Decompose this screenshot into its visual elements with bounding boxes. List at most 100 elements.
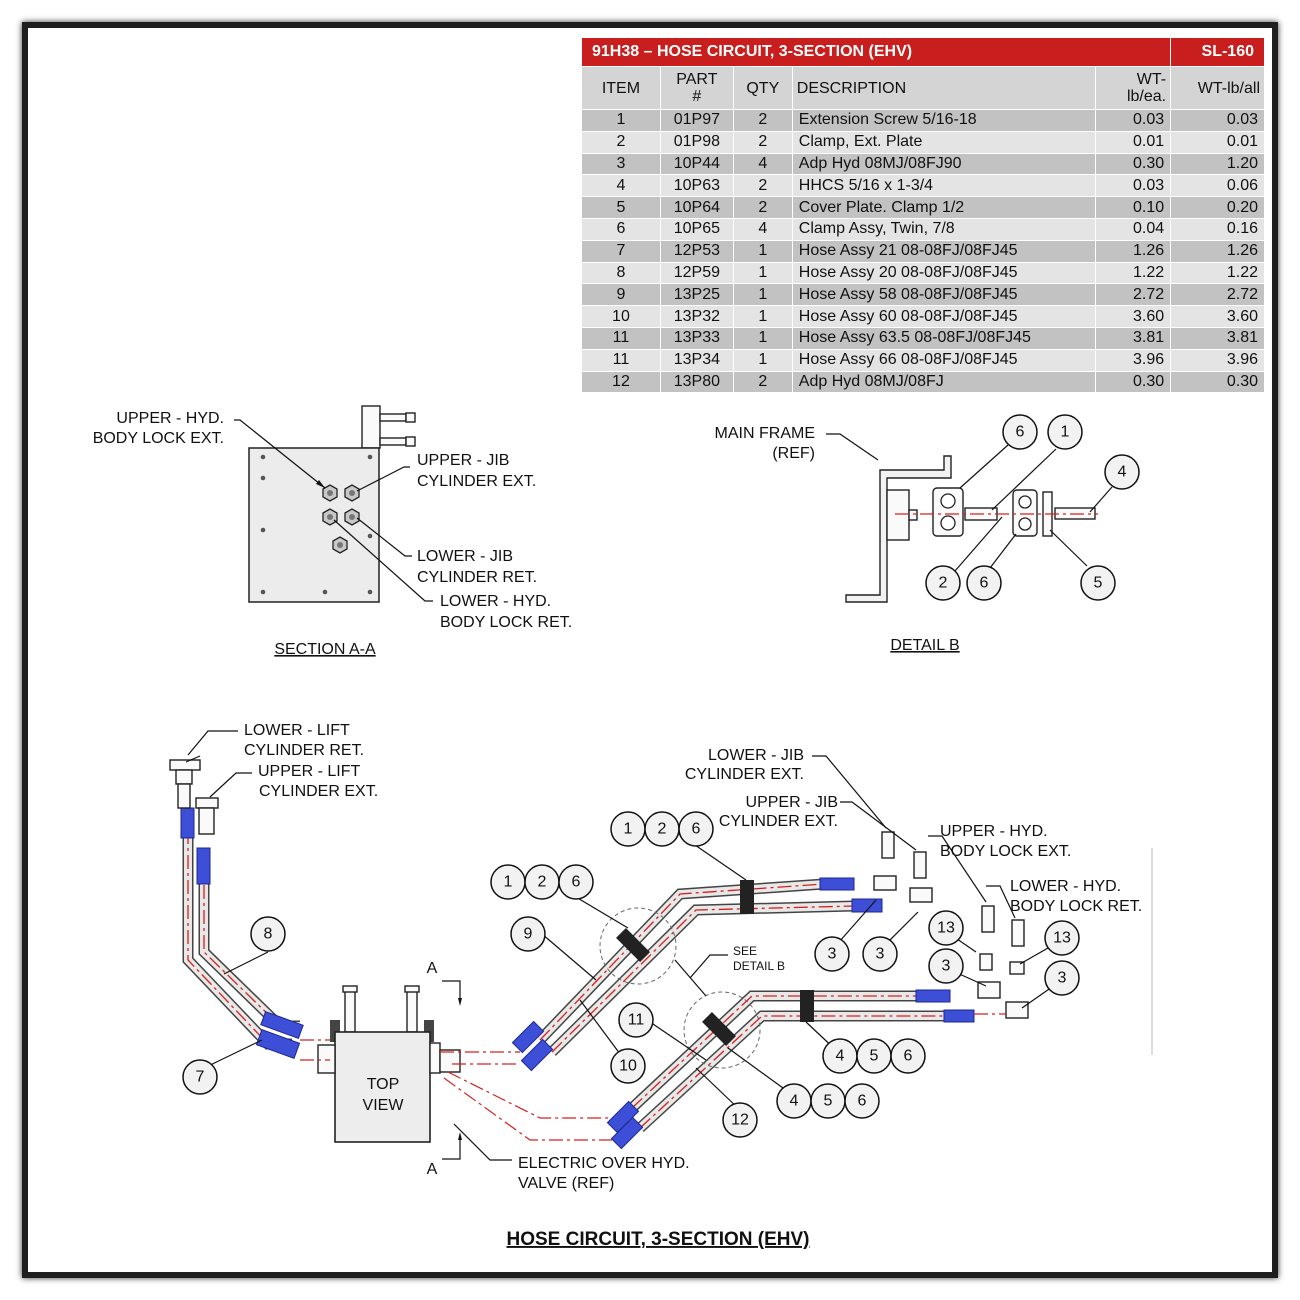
cell-qty: 2 — [732, 109, 793, 132]
detail-b-balloons: 6 1 4 2 6 5 — [925, 414, 1140, 601]
detail-b-title: DETAIL B — [890, 637, 959, 654]
label-lower-hyd-body-lock-ret-2: BODY LOCK RET. — [1010, 898, 1142, 915]
svg-text:8: 8 — [264, 926, 273, 943]
col-weight-all: WT-lb/all — [1170, 66, 1265, 110]
see-detail-label: SEE — [733, 944, 757, 958]
mount-nut — [405, 412, 416, 423]
svg-text:10: 10 — [619, 1058, 637, 1075]
cell-qty: 2 — [732, 130, 793, 154]
balloon-4: 4 — [822, 1038, 858, 1074]
col-weight-line2: lb/ea. — [1126, 88, 1167, 105]
hose-12 — [636, 1010, 948, 1133]
label-upper-lift-cyl-ext: UPPER - LIFT — [258, 763, 360, 780]
svg-text:7: 7 — [196, 1069, 205, 1086]
cell-weight-each: 3.60 — [1095, 305, 1172, 328]
cell-description: Hose Assy 58 08-08FJ/08FJ45 — [791, 283, 1097, 307]
svg-text:2: 2 — [658, 821, 667, 838]
svg-text:13: 13 — [1053, 930, 1071, 947]
cell-description: Clamp Assy, Twin, 7/8 — [791, 217, 1097, 241]
balloon-4: 4 — [1104, 454, 1140, 490]
balloon-6: 6 — [890, 1038, 926, 1074]
col-qty: QTY — [732, 66, 793, 110]
port-fittings — [322, 484, 360, 554]
balloon-6: 6 — [844, 1083, 880, 1119]
mount-stud — [379, 413, 407, 422]
cell-weight-each: 0.30 — [1095, 370, 1172, 394]
cell-description: Adp Hyd 08MJ/08FJ — [791, 370, 1097, 394]
mount-nut — [405, 436, 416, 447]
cell-description: Hose Assy 20 08-08FJ/08FJ45 — [791, 261, 1097, 285]
cell-item: 6 — [581, 217, 661, 241]
ext-plate — [886, 489, 910, 541]
sheet-number: SL-160 — [1170, 37, 1265, 67]
label-upper-jib-cyl-ext: UPPER - JIB — [417, 452, 509, 469]
label-upper-hyd-body-lock-ext-2: BODY LOCK EXT. — [940, 843, 1071, 860]
cell-part: 12P53 — [659, 239, 734, 263]
label-upper-hyd-body-lock-ext: UPPER - HYD. — [116, 410, 224, 427]
electric-valve-coil — [439, 1049, 461, 1073]
cell-item: 10 — [581, 305, 661, 328]
svg-text:3: 3 — [942, 958, 951, 975]
cell-weight-each: 0.03 — [1095, 174, 1172, 198]
balloon-1: 1 — [490, 864, 526, 900]
cell-weight-all: 0.03 — [1170, 109, 1265, 132]
col-weight-line1: WT- — [1136, 71, 1167, 88]
svg-text:5: 5 — [824, 1093, 833, 1110]
cell-item: 9 — [581, 283, 661, 307]
balloon-6: 6 — [558, 864, 594, 900]
cell-part: 13P32 — [659, 305, 734, 328]
cell-part: 13P80 — [659, 370, 734, 394]
label-electric-valve: ELECTRIC OVER HYD. — [518, 1155, 690, 1172]
svg-text:3: 3 — [828, 946, 837, 963]
svg-text:12: 12 — [731, 1112, 749, 1129]
cell-weight-each: 3.81 — [1095, 326, 1172, 350]
svg-text:4: 4 — [790, 1093, 799, 1110]
detail-b-callout-circle — [599, 907, 677, 985]
mount-stud — [379, 437, 407, 446]
balloon-3: 3 — [928, 948, 964, 984]
main-frame — [845, 455, 952, 603]
cell-part: 01P98 — [659, 130, 734, 154]
hose-fittings-left — [180, 807, 304, 1059]
cell-part: 01P97 — [659, 109, 734, 132]
section-marker-a-top: A — [427, 960, 438, 977]
valve-stud — [344, 989, 356, 1033]
svg-text:3: 3 — [1058, 970, 1067, 987]
svg-text:6: 6 — [858, 1093, 867, 1110]
cell-weight-all: 0.06 — [1170, 174, 1265, 198]
col-part: PART# — [659, 66, 734, 110]
label-upper-jib-cyl-ext-2: CYLINDER EXT. — [719, 813, 838, 830]
cell-qty: 4 — [732, 217, 793, 241]
bolt-holes — [260, 454, 373, 595]
cell-weight-all: 0.16 — [1170, 217, 1265, 241]
col-weight-each: WT-lb/ea. — [1095, 66, 1172, 110]
label-lower-hyd-body-lock-ret: LOWER - HYD. — [1010, 878, 1121, 895]
label-lower-hyd-body-lock-ret-2: BODY LOCK RET. — [440, 614, 572, 631]
cell-part: 13P34 — [659, 348, 734, 372]
label-main-frame: MAIN FRAME — [715, 425, 815, 442]
balloon-5: 5 — [856, 1038, 892, 1074]
svg-text:2: 2 — [538, 874, 547, 891]
svg-text:6: 6 — [1016, 424, 1025, 441]
top-view-label-2: VIEW — [363, 1097, 405, 1114]
cell-description: Hose Assy 60 08-08FJ/08FJ45 — [791, 305, 1097, 328]
main-view-balloons: 1 2 6 1 2 6 9 8 7 10 11 12 3 3 13 13 3 3… — [182, 811, 1080, 1138]
hose-11 — [628, 990, 918, 1113]
cell-item: 8 — [581, 261, 661, 285]
hose-8 — [198, 860, 300, 1032]
svg-text:4: 4 — [1118, 464, 1127, 481]
balloon-3: 3 — [814, 936, 850, 972]
svg-text:9: 9 — [524, 926, 533, 943]
col-part-line2: # — [692, 88, 702, 105]
section-marker-a-bottom: A — [427, 1161, 438, 1178]
hose-circuit-main-view: TOP VIEW A A — [169, 722, 1153, 1250]
right-cylinder-fittings — [873, 831, 1029, 1019]
cell-part: 12P59 — [659, 261, 734, 285]
section-aa-title: SECTION A-A — [274, 641, 376, 658]
svg-text:6: 6 — [572, 874, 581, 891]
